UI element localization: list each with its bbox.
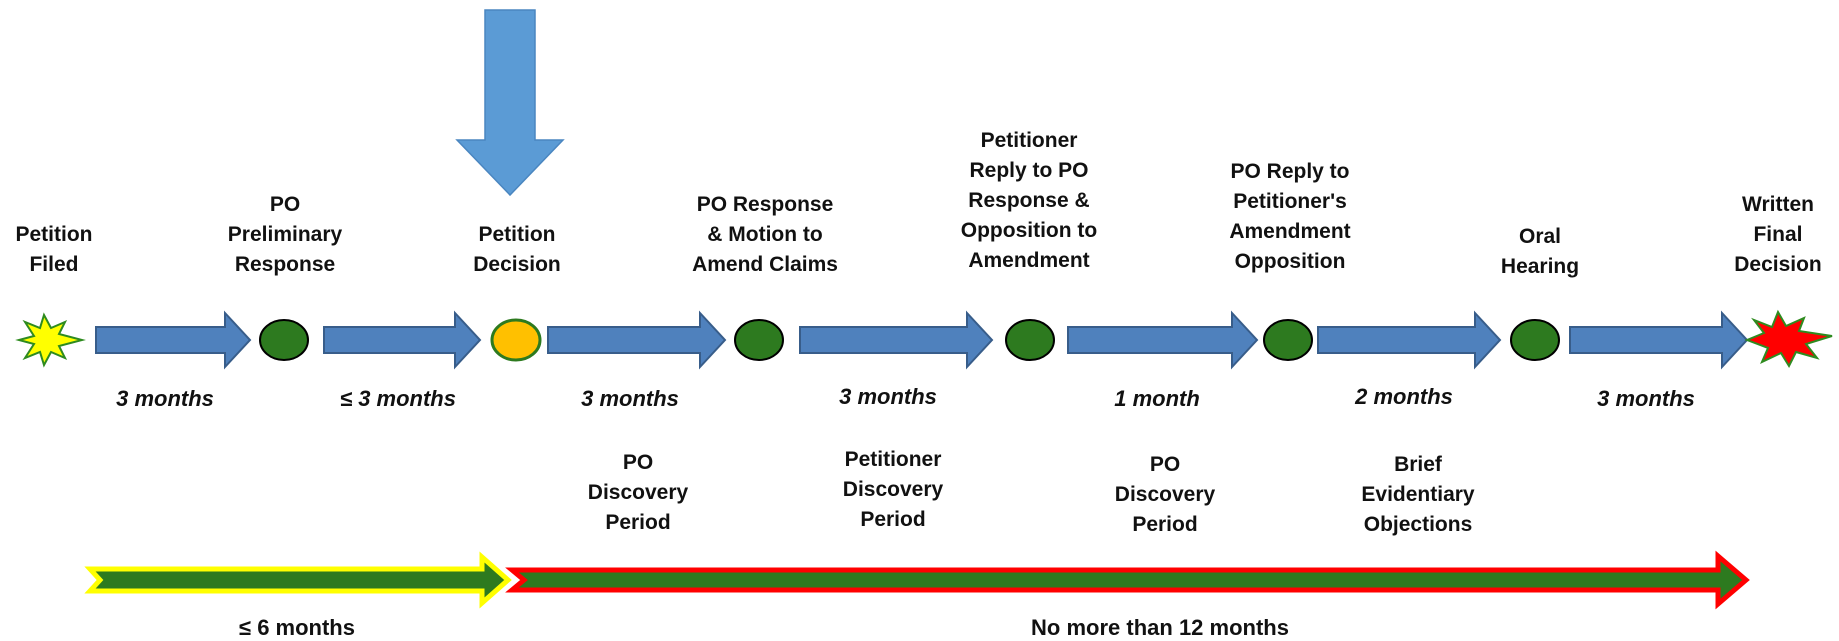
- step-arrow-4: [799, 310, 994, 370]
- duration-label: 1 month: [1114, 386, 1200, 411]
- duration-label: ≤ 3 months: [340, 386, 456, 411]
- duration-label: 3 months: [1597, 386, 1695, 411]
- petition-decision-circle-icon: [490, 318, 542, 362]
- total-label-12-months: No more than 12 months: [1031, 615, 1289, 640]
- milestone-label-written-final-decision: Written Final Decision: [1734, 193, 1822, 276]
- milestone-label-po-reply: PO Reply to Petitioner's Amendment Oppos…: [1229, 160, 1351, 273]
- milestone-circle-icon: [1263, 319, 1313, 361]
- duration-label: 3 months: [116, 386, 214, 411]
- step-arrow: [95, 310, 1749, 370]
- milestone-circle-icon: [259, 319, 309, 361]
- total-label-6-months: ≤ 6 months: [239, 615, 355, 640]
- duration-label: 3 months: [581, 386, 679, 411]
- milestone-circle-icon: [1005, 319, 1055, 361]
- written-final-decision-starburst-icon: [1744, 309, 1833, 369]
- milestone-label-po-preliminary-response: PO Preliminary Response: [227, 193, 343, 276]
- step-arrow-5: [1067, 310, 1259, 370]
- milestone-label-petitioner-reply: Petitioner Reply to PO Response & Opposi…: [960, 129, 1098, 272]
- current-stage-pointer-arrow: [455, 9, 565, 197]
- step-arrow-7: [1569, 310, 1749, 370]
- milestone-circle-icon: [1510, 319, 1560, 361]
- milestone-label-po-response: PO Response & Motion to Amend Claims: [692, 193, 838, 276]
- step-arrow-2: [323, 310, 482, 370]
- total-bar-2: [505, 550, 1750, 610]
- duration-label: 2 months: [1355, 384, 1453, 409]
- step-arrow-1: [95, 310, 252, 370]
- milestone-circle-icon: [734, 319, 784, 361]
- petition-filed-starburst-icon: [15, 312, 86, 368]
- duration-label: 3 months: [839, 384, 937, 409]
- phase-label-evidentiary-objections: Brief Evidentiary Objections: [1361, 453, 1475, 536]
- step-arrow-3: [547, 310, 727, 370]
- phase-label-po-discovery: PO Discovery Period: [587, 451, 689, 534]
- step-arrow-6: [1317, 310, 1502, 370]
- phase-label-petitioner-discovery: Petitioner Discovery Period: [842, 448, 944, 531]
- milestone-label-petition-decision: Petition Decision: [473, 223, 561, 276]
- milestone-label-petition-filed: Petition Filed: [15, 223, 93, 276]
- phase-label-po-discovery-2: PO Discovery Period: [1114, 453, 1216, 536]
- total-bar-1: [84, 551, 512, 609]
- milestone-label-oral-hearing: Oral Hearing: [1500, 225, 1580, 278]
